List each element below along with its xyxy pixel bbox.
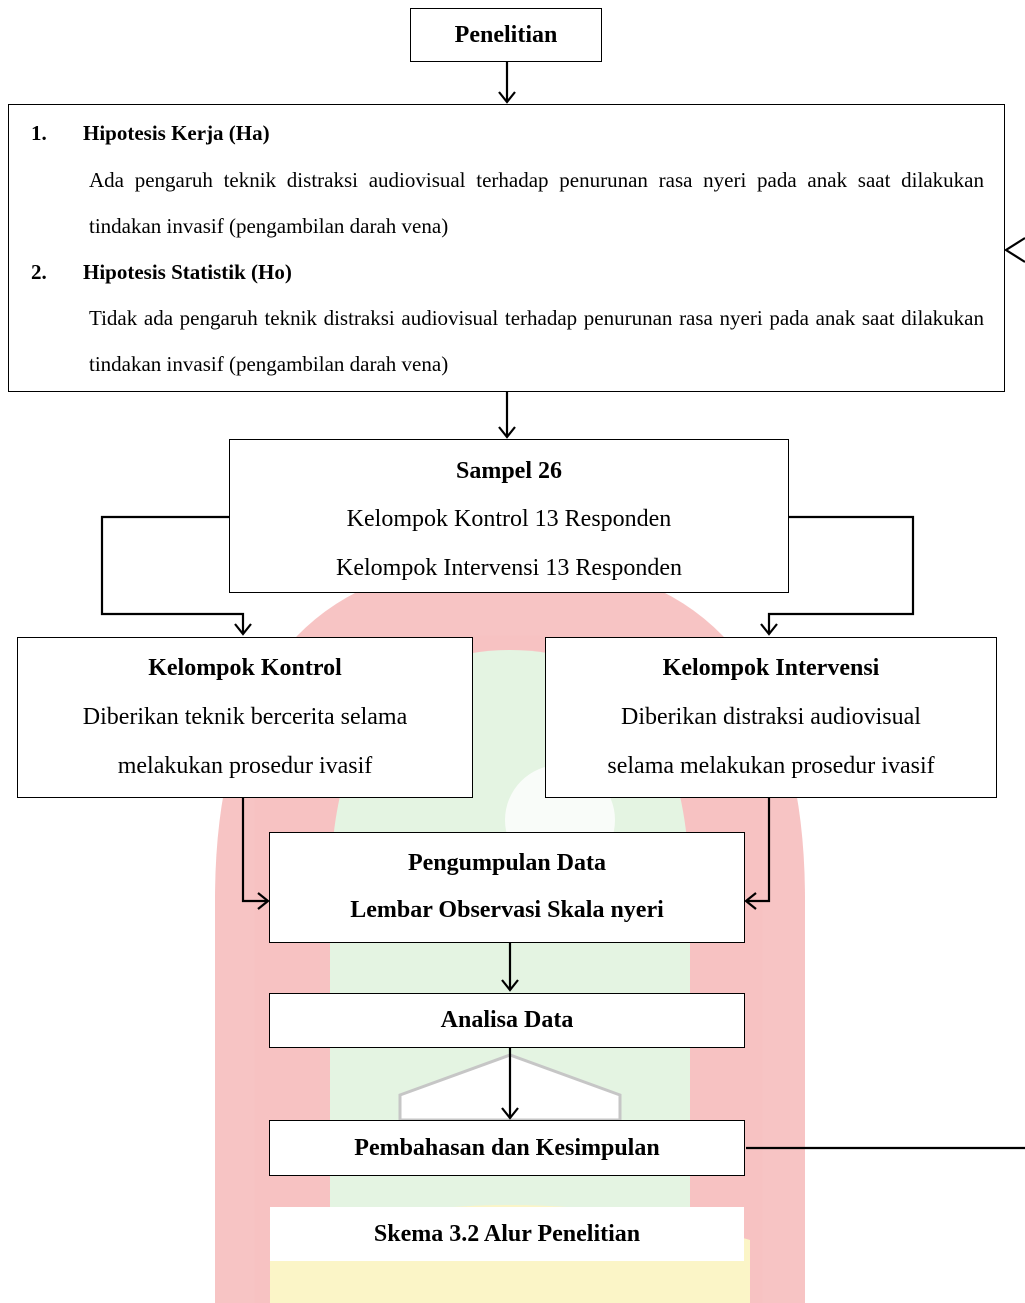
hypothesis-1-title: Hipotesis Kerja (Ha) [83,121,270,145]
collection-title: Pengumpulan Data [407,850,607,876]
hypothesis-1-number: 1. [31,121,47,145]
sample-box: Sampel 26 Kelompok Kontrol 13 Responden … [229,439,789,593]
sample-line-1: Kelompok Kontrol 13 Responden [346,506,672,532]
intervention-line-1: Diberikan distraksi audiovisual [621,704,921,730]
discussion-title: Pembahasan dan Kesimpulan [354,1135,660,1161]
hypotheses-box: 1. Hipotesis Kerja (Ha) Ada pengaruh tek… [8,104,1005,392]
hypothesis-1-text: Ada pengaruh teknik distraksi audiovisua… [89,168,984,238]
intervention-line-2: selama melakukan prosedur ivasif [607,753,935,779]
discussion-box: Pembahasan dan Kesimpulan [269,1120,745,1176]
control-line-2: melakukan prosedur ivasif [117,753,373,779]
intervention-group-box: Kelompok Intervensi Diberikan distraksi … [545,637,997,798]
start-title: Penelitian [454,22,558,48]
start-box: Penelitian [410,8,602,62]
control-line-1: Diberikan teknik bercerita selama [82,704,408,730]
intervention-title: Kelompok Intervensi [662,655,880,681]
control-group-box: Kelompok Kontrol Diberikan teknik bercer… [17,637,473,798]
sample-title: Sampel 26 [455,458,562,484]
figure-caption: Skema 3.2 Alur Penelitian [270,1207,744,1261]
hypothesis-2-number: 2. [31,260,47,284]
sample-line-2: Kelompok Intervensi 13 Responden [336,555,682,581]
control-title: Kelompok Kontrol [148,655,342,681]
hypothesis-2-text: Tidak ada pengaruh teknik distraksi audi… [89,306,984,376]
collection-subtitle: Lembar Observasi Skala nyeri [350,897,664,923]
data-collection-box: Pengumpulan Data Lembar Observasi Skala … [269,832,745,943]
hypothesis-2-title: Hipotesis Statistik (Ho) [83,260,292,284]
analysis-title: Analisa Data [440,1007,574,1033]
analysis-box: Analisa Data [269,993,745,1048]
